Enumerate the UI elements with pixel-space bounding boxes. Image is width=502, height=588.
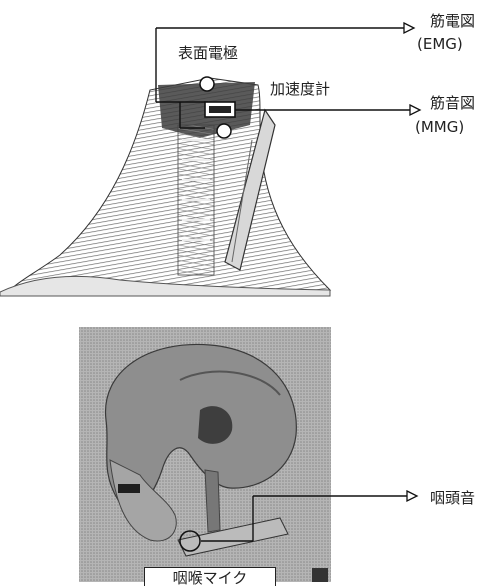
emg-arrowhead: [404, 23, 414, 33]
tongue-bolus: [118, 484, 140, 493]
surface-electrode-label: 表面電極: [178, 42, 238, 63]
pharynx-sound-label: 咽頭音: [430, 487, 475, 508]
pharynx-arrowhead: [407, 491, 417, 501]
mmg-label-en: (MMG): [415, 118, 464, 136]
emg-label-jp: 筋電図: [430, 10, 475, 31]
electrode-top: [200, 77, 214, 91]
cervical-spine: [205, 470, 220, 532]
electrode-bottom: [217, 124, 231, 138]
mmg-label-jp: 筋音図: [430, 92, 475, 113]
throat-mic-label: 咽喉マイク: [144, 567, 276, 586]
mmg-arrowhead: [410, 105, 420, 115]
accelerometer-label: 加速度計: [270, 78, 330, 99]
emg-label-en: (EMG): [417, 35, 463, 53]
